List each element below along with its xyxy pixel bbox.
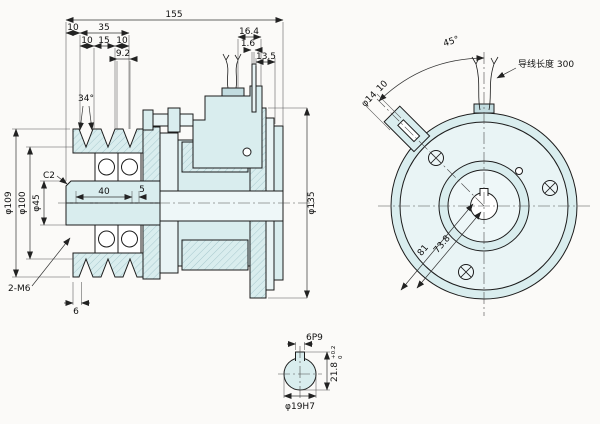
vbelt-groove-section-lower bbox=[72, 252, 144, 278]
shaft-bore-section bbox=[159, 190, 284, 222]
dim-angle-45: 45° bbox=[442, 35, 460, 49]
dim-keyway-height-group: 21.8 +0.2 0 bbox=[330, 346, 344, 382]
extension-lines-tab bbox=[365, 93, 402, 131]
dim-40: 40 bbox=[98, 187, 110, 197]
bearing-ball-icon bbox=[121, 230, 138, 248]
bearing-ball-icon bbox=[98, 158, 115, 176]
detail-centerlines bbox=[278, 346, 322, 400]
side-view-drawing: 155 10 35 10 15 10 9.2 16.4 1.6 13.5 34°… bbox=[4, 10, 318, 317]
dim-10a: 10 bbox=[67, 23, 79, 33]
coil-lower-section bbox=[181, 239, 249, 271]
leader-groove-angle-right bbox=[88, 105, 95, 131]
pivot-hole bbox=[242, 147, 252, 157]
dim-tol-lower: 0 bbox=[338, 355, 344, 359]
terminal-block bbox=[221, 87, 245, 97]
lead-wires-front bbox=[475, 63, 495, 111]
note-wire-length: 导线长度 300 bbox=[518, 58, 574, 70]
dim-dia-45: φ45 bbox=[32, 194, 42, 211]
dim-tol-upper: +0.2 bbox=[331, 346, 337, 359]
dim-dia-135: φ135 bbox=[307, 191, 317, 214]
screw-head bbox=[458, 264, 474, 280]
dim-10b: 10 bbox=[81, 36, 93, 46]
dim-dia-109: φ109 bbox=[4, 191, 14, 214]
dim-groove-angle: 34° bbox=[78, 94, 94, 104]
dim-15: 15 bbox=[98, 36, 109, 46]
leader-wire-note bbox=[496, 67, 517, 79]
leader-groove-angle-left bbox=[77, 105, 84, 131]
dim-tab-dia: φ14 bbox=[360, 90, 380, 110]
note-thread: 2-M6 bbox=[8, 284, 31, 294]
pin-hole bbox=[515, 167, 523, 175]
dim-9-2: 9.2 bbox=[116, 49, 130, 59]
dimarc-45 bbox=[378, 55, 485, 102]
terminal-bracket bbox=[192, 85, 263, 169]
dimline-81 bbox=[400, 203, 474, 291]
dim-13-5: 13.5 bbox=[256, 52, 276, 62]
dim-5: 5 bbox=[139, 185, 145, 195]
dim-1-6: 1.6 bbox=[241, 39, 256, 49]
dim-10c: 10 bbox=[116, 36, 128, 46]
dim-keyway-width: 6P9 bbox=[306, 333, 323, 343]
bolt-nut bbox=[167, 107, 181, 133]
dim-6: 6 bbox=[73, 307, 79, 317]
bolt-head bbox=[142, 109, 154, 131]
bearing-ball-icon bbox=[121, 158, 138, 176]
dim-16-4: 16.4 bbox=[239, 27, 259, 37]
release-pin bbox=[251, 63, 257, 113]
screw-head bbox=[542, 180, 558, 196]
dim-dia-100: φ100 bbox=[18, 191, 28, 214]
lead-wires-side bbox=[225, 59, 239, 89]
bearing-ball-icon bbox=[98, 230, 115, 248]
dim-chamfer: C2 bbox=[43, 171, 55, 181]
shaft-detail-drawing: 6P9 21.8 +0.2 0 φ19H7 bbox=[278, 333, 344, 412]
front-view-drawing: 45° 导线长度 300 φ14 10 73.8 81 bbox=[360, 35, 592, 316]
leader-chamfer bbox=[56, 175, 68, 185]
wire-tips-side bbox=[222, 53, 242, 61]
dim-overall-length: 155 bbox=[165, 10, 182, 20]
dim-bore: φ19H7 bbox=[285, 402, 315, 412]
hub-upper-section bbox=[65, 180, 161, 204]
dim-tab-width: 10 bbox=[375, 79, 390, 94]
hub-lower-section bbox=[65, 202, 161, 226]
dim-keyway-height: 21.8 bbox=[330, 362, 340, 382]
dim-35: 35 bbox=[98, 23, 109, 33]
leader-thread bbox=[31, 237, 71, 287]
vbelt-groove-section-upper bbox=[72, 128, 144, 154]
